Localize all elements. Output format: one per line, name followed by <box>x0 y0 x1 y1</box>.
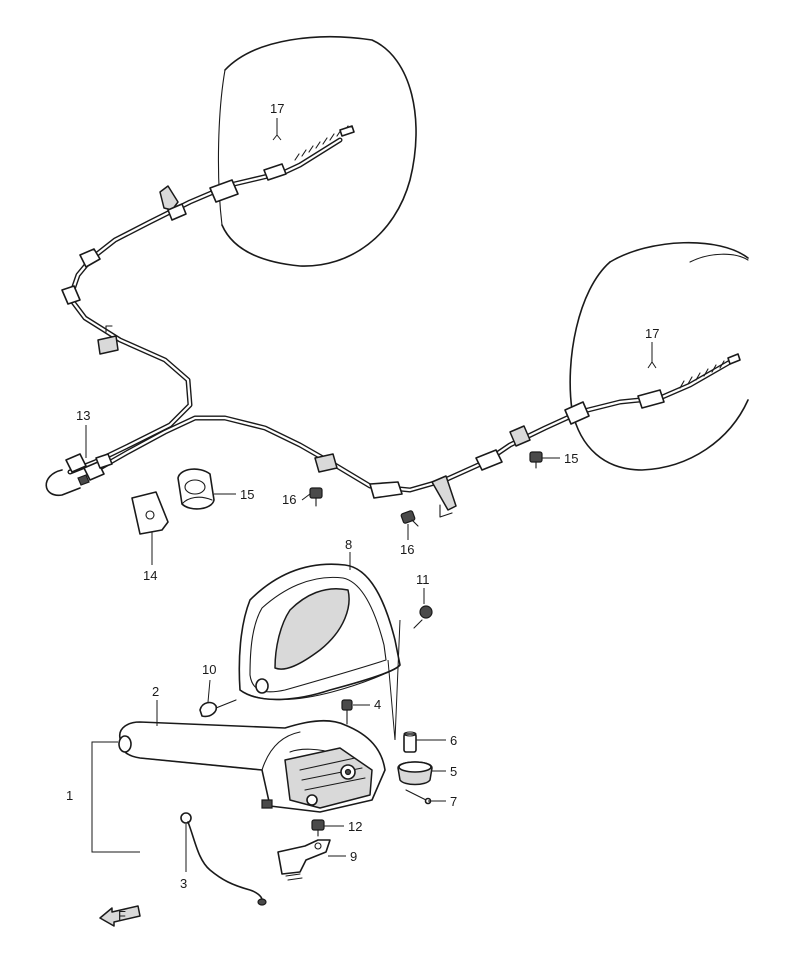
grommet-15-left <box>177 468 215 510</box>
left-rear-brake-drum <box>217 36 417 267</box>
callout-17-left: 17 <box>270 101 284 116</box>
lever-cover-8 <box>238 563 401 701</box>
screw-11 <box>413 605 433 629</box>
bolt-12 <box>311 819 325 837</box>
callout-15-left: 15 <box>240 487 254 502</box>
callout-4: 4 <box>374 697 381 712</box>
callout-11: 11 <box>416 572 430 587</box>
screw-10 <box>199 699 237 718</box>
callout-7: 7 <box>450 794 457 809</box>
callout-15-right: 15 <box>564 451 578 466</box>
brake-cable-right <box>97 353 741 518</box>
bolt-4 <box>341 699 353 725</box>
clip-7 <box>405 789 432 805</box>
callout-16-left: 16 <box>282 492 296 507</box>
callout-16-right: 16 <box>400 542 414 557</box>
front-marker-label: F <box>118 908 126 923</box>
callout-8: 8 <box>345 537 352 552</box>
callout-17-right: 17 <box>645 326 659 341</box>
brake-switch-3 <box>180 812 267 906</box>
callout-10: 10 <box>202 662 216 677</box>
callout-labels: 17 17 13 14 15 15 16 16 8 11 10 2 4 6 5 … <box>66 101 659 891</box>
brake-cable-left <box>61 125 355 475</box>
right-rear-brake-drum <box>569 241 749 471</box>
bush-5 <box>397 761 433 786</box>
callout-12: 12 <box>348 819 362 834</box>
callout-14: 14 <box>143 568 157 583</box>
leader-group-1 <box>91 741 140 853</box>
callout-1: 1 <box>66 788 73 803</box>
cable-equalizer <box>45 453 113 496</box>
handbrake-lever-2 <box>118 719 386 813</box>
callout-13: 13 <box>76 408 90 423</box>
pin-6 <box>403 731 417 753</box>
retainer-plate-14 <box>131 491 169 535</box>
callout-5: 5 <box>450 764 457 779</box>
bolt-15-right <box>529 451 543 469</box>
callout-9: 9 <box>350 849 357 864</box>
bolt-16-right <box>400 510 419 527</box>
leader-lines <box>85 118 657 872</box>
callout-6: 6 <box>450 733 457 748</box>
bolt-16-left <box>309 487 323 507</box>
callout-3: 3 <box>180 876 187 891</box>
bracket-9 <box>277 839 331 881</box>
callout-2: 2 <box>152 684 159 699</box>
front-direction-marker: F <box>99 905 141 927</box>
